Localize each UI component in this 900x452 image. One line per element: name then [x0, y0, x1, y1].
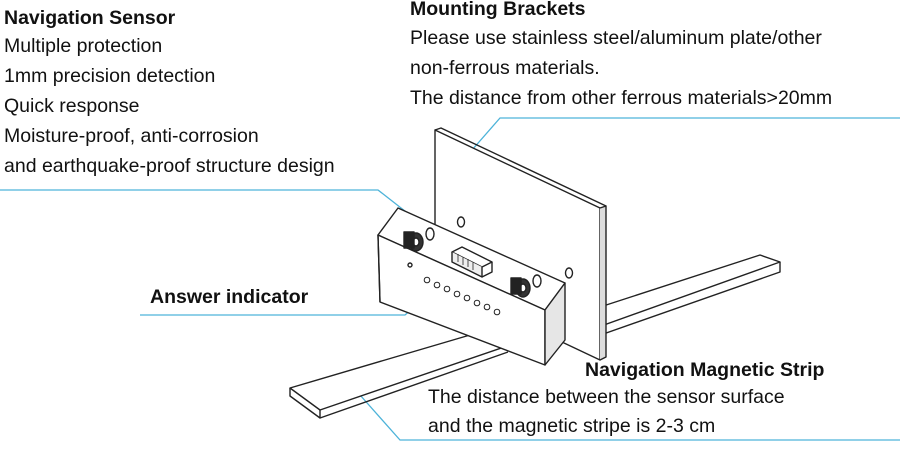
strip-leader-line	[359, 394, 900, 441]
brackets-title: Mounting Brackets	[410, 0, 586, 20]
device-drawing	[289, 127, 781, 419]
sensor-leader-line	[0, 189, 411, 216]
sensor-feature-2: 1mm precision detection	[4, 65, 216, 87]
bracket-leader-line	[464, 117, 900, 159]
sensor-title: Navigation Sensor	[4, 7, 176, 29]
strip-note-1: The distance between the sensor surface	[428, 386, 785, 408]
brackets-note-1: Please use stainless steel/aluminum plat…	[410, 27, 822, 49]
sensor-feature-4: Moisture-proof, anti-corrosion	[4, 125, 259, 147]
brackets-note-3: The distance from other ferrous material…	[410, 87, 833, 109]
strip-title: Navigation Magnetic Strip	[585, 359, 825, 381]
left-terminal-screw	[403, 227, 435, 252]
right-terminal-screw	[510, 274, 542, 298]
sensor-feature-3: Quick response	[4, 95, 140, 117]
indicator-title: Answer indicator	[150, 286, 309, 308]
strip-note-2: and the magnetic stripe is 2-3 cm	[428, 415, 716, 437]
sensor-feature-1: Multiple protection	[4, 35, 163, 57]
indicator-leds	[423, 276, 501, 316]
sensor-feature-5: and earthquake-proof structure design	[4, 155, 335, 177]
brackets-note-2: non-ferrous materials.	[410, 57, 600, 79]
sensor-end-face	[544, 282, 566, 366]
